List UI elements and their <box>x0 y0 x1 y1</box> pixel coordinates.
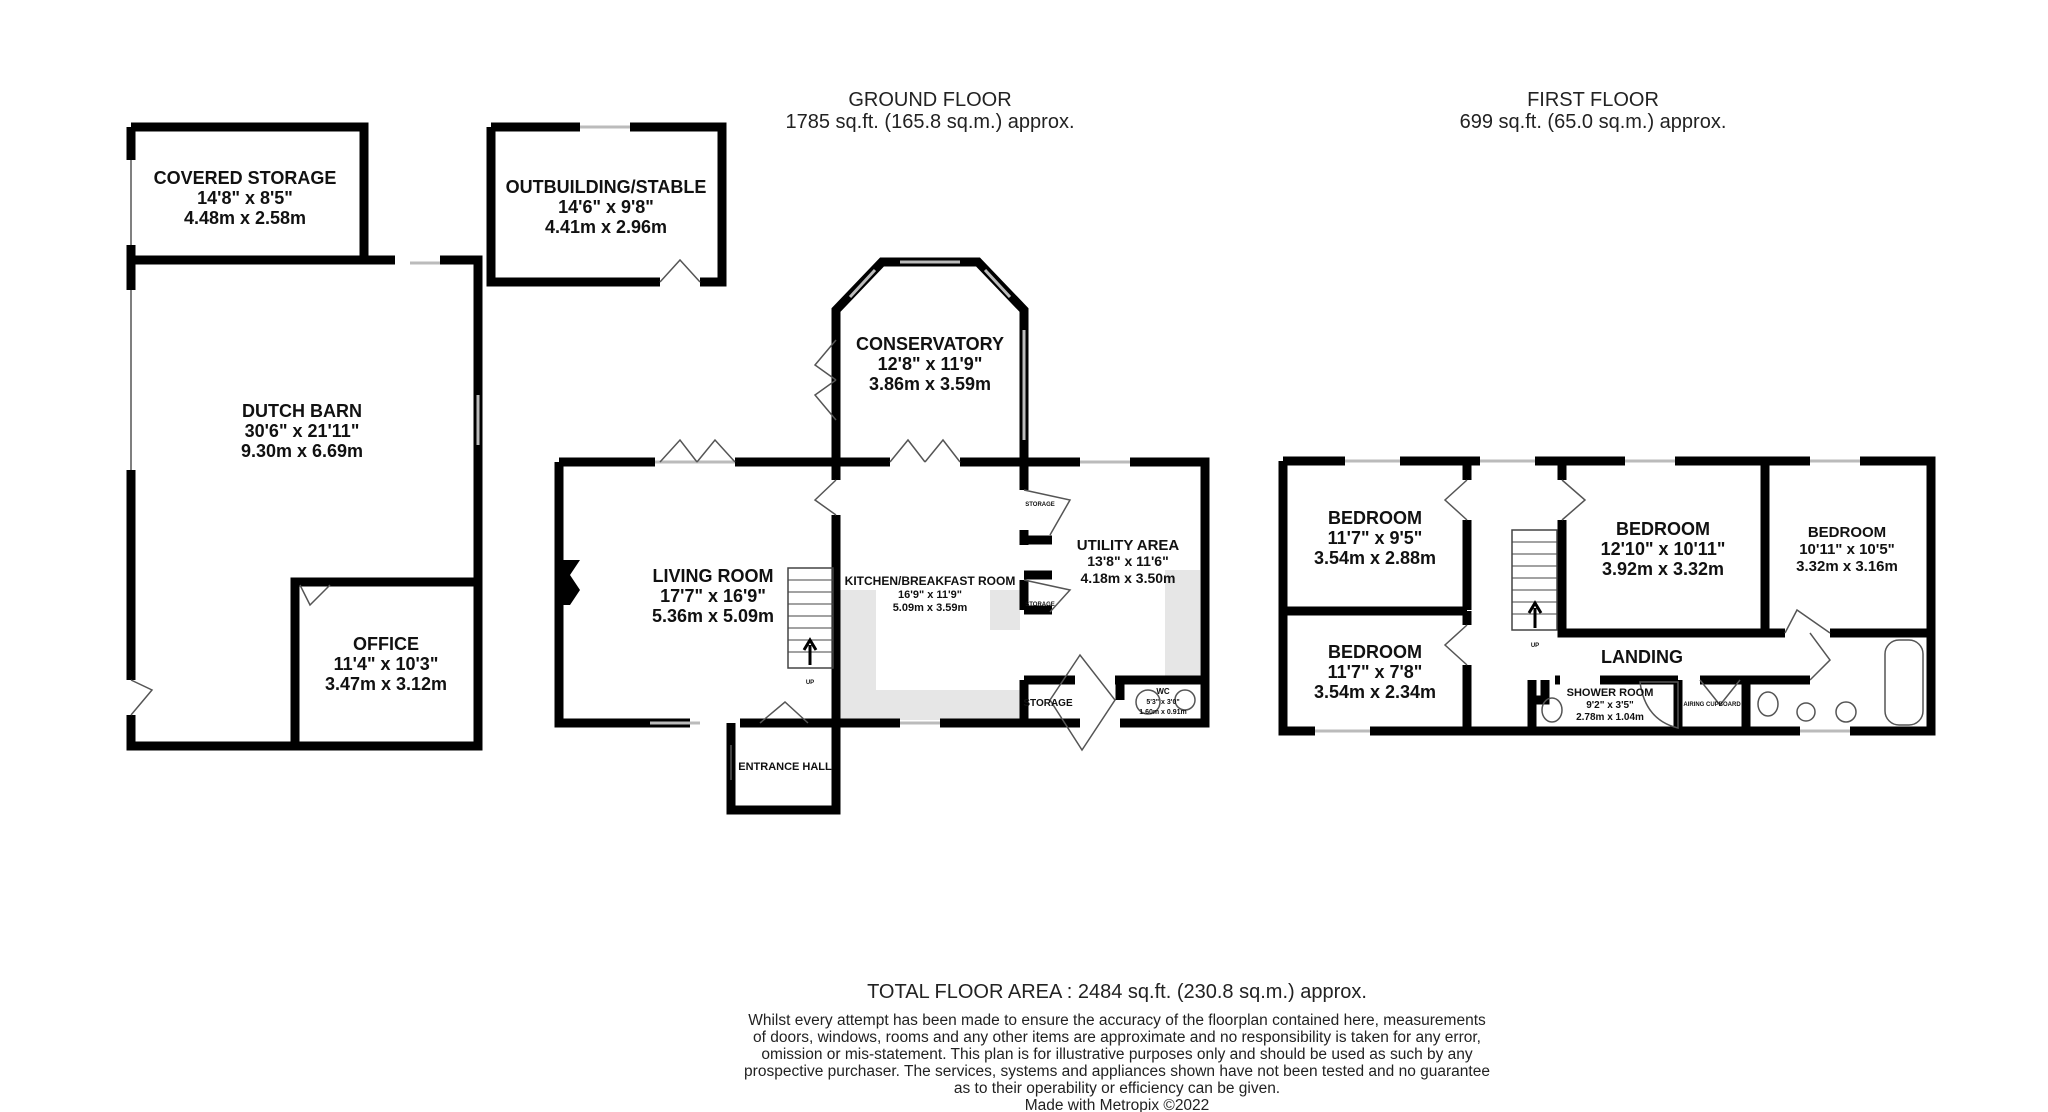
ground-floor-title: GROUND FLOOR <box>848 89 1011 111</box>
ground-floor-area: 1785 sq.ft. (165.8 sq.m.) approx. <box>785 111 1074 133</box>
stairs-up-label: UP <box>806 680 814 686</box>
svg-text:LIVING ROOM: LIVING ROOM <box>653 566 774 586</box>
svg-text:3.32m x 3.16m: 3.32m x 3.16m <box>1796 558 1898 575</box>
room-living-room: LIVING ROOM 17'7" x 16'9" 5.36m x 5.09m <box>652 566 774 626</box>
svg-text:SHOWER ROOM: SHOWER ROOM <box>1567 687 1654 699</box>
svg-text:OUTBUILDING/STABLE: OUTBUILDING/STABLE <box>506 177 707 197</box>
svg-text:BEDROOM: BEDROOM <box>1328 508 1422 528</box>
svg-text:9'2" x 3'5": 9'2" x 3'5" <box>1586 700 1634 711</box>
kitchen-units <box>840 570 1200 720</box>
svg-text:3.47m x 3.12m: 3.47m x 3.12m <box>325 674 447 694</box>
stairs-up-first-label: UP <box>1531 643 1539 649</box>
storage-bottom-label: STORAGE <box>1023 698 1073 709</box>
room-conservatory: CONSERVATORY 12'8" x 11'9" 3.86m x 3.59m <box>856 334 1004 394</box>
svg-text:3.86m x 3.59m: 3.86m x 3.59m <box>869 374 991 394</box>
svg-text:3.54m x 2.34m: 3.54m x 2.34m <box>1314 682 1436 702</box>
room-shower: SHOWER ROOM 9'2" x 3'5" 2.78m x 1.04m <box>1567 687 1654 723</box>
room-bedroom-2: BEDROOM 11'7" x 7'8" 3.54m x 2.34m <box>1314 642 1436 702</box>
svg-text:UTILITY AREA: UTILITY AREA <box>1077 537 1180 554</box>
svg-text:3.54m x 2.88m: 3.54m x 2.88m <box>1314 548 1436 568</box>
first-floor-title: FIRST FLOOR <box>1527 89 1659 111</box>
svg-text:9.30m x 6.69m: 9.30m x 6.69m <box>241 441 363 461</box>
stairs-ground <box>787 567 834 669</box>
svg-text:4.48m x 2.58m: 4.48m x 2.58m <box>184 208 306 228</box>
svg-text:30'6" x 21'11": 30'6" x 21'11" <box>245 421 360 441</box>
svg-text:5'3" x 3'0": 5'3" x 3'0" <box>1146 699 1179 706</box>
storage-mid-label: STORAGE <box>1025 602 1055 608</box>
svg-text:COVERED STORAGE: COVERED STORAGE <box>154 168 337 188</box>
svg-text:DUTCH BARN: DUTCH BARN <box>242 401 362 421</box>
svg-text:BEDROOM: BEDROOM <box>1616 519 1710 539</box>
svg-text:KITCHEN/BREAKFAST ROOM: KITCHEN/BREAKFAST ROOM <box>845 574 1016 588</box>
svg-text:13'8" x 11'6": 13'8" x 11'6" <box>1087 553 1168 569</box>
svg-text:as to their operability or eff: as to their operability or efficiency ca… <box>954 1080 1280 1097</box>
svg-text:prospective purchaser. The ser: prospective purchaser. The services, sys… <box>744 1063 1490 1080</box>
svg-text:5.36m x 5.09m: 5.36m x 5.09m <box>652 606 774 626</box>
landing-label: LANDING <box>1601 647 1683 667</box>
room-covered-storage: COVERED STORAGE 14'8" x 8'5" 4.48m x 2.5… <box>154 168 337 228</box>
svg-text:14'6" x 9'8": 14'6" x 9'8" <box>558 197 654 217</box>
svg-text:CONSERVATORY: CONSERVATORY <box>856 334 1004 354</box>
svg-text:12'10" x 10'11": 12'10" x 10'11" <box>1601 539 1726 559</box>
outbuildings-walls <box>126 122 727 751</box>
ground-floor-walls <box>554 257 1210 815</box>
svg-text:omission or mis-statement. Thi: omission or mis-statement. This plan is … <box>761 1046 1473 1063</box>
total-floor-area: TOTAL FLOOR AREA : 2484 sq.ft. (230.8 sq… <box>867 981 1367 1003</box>
svg-text:17'7" x 16'9": 17'7" x 16'9" <box>660 586 766 606</box>
svg-text:5.09m x 3.59m: 5.09m x 3.59m <box>893 602 968 614</box>
svg-text:4.18m x 3.50m: 4.18m x 3.50m <box>1081 570 1176 586</box>
room-outbuilding: OUTBUILDING/STABLE 14'6" x 9'8" 4.41m x … <box>506 177 707 237</box>
room-bedroom-4: BEDROOM 10'11" x 10'5" 3.32m x 3.16m <box>1796 524 1898 575</box>
room-bedroom-1: BEDROOM 11'7" x 9'5" 3.54m x 2.88m <box>1314 508 1436 568</box>
disclaimer: Whilst every attempt has been made to en… <box>744 1012 1490 1097</box>
stairs-first <box>1511 529 1558 631</box>
svg-text:4.41m x 2.96m: 4.41m x 2.96m <box>545 217 667 237</box>
room-dutch-barn: DUTCH BARN 30'6" x 21'11" 9.30m x 6.69m <box>241 401 363 461</box>
room-utility: UTILITY AREA 13'8" x 11'6" 4.18m x 3.50m <box>1077 537 1180 586</box>
svg-text:1.60m x 0.91m: 1.60m x 0.91m <box>1139 709 1186 716</box>
svg-text:of doors, windows, rooms and a: of doors, windows, rooms and any other i… <box>753 1029 1481 1046</box>
svg-text:11'7" x 9'5": 11'7" x 9'5" <box>1328 528 1423 548</box>
first-floor-walls <box>1278 456 1936 736</box>
svg-text:14'8" x 8'5": 14'8" x 8'5" <box>197 188 293 208</box>
room-bedroom-3: BEDROOM 12'10" x 10'11" 3.92m x 3.32m <box>1601 519 1726 579</box>
svg-text:BEDROOM: BEDROOM <box>1328 642 1422 662</box>
svg-text:2.78m x 1.04m: 2.78m x 1.04m <box>1576 712 1644 723</box>
room-office: OFFICE 11'4" x 10'3" 3.47m x 3.12m <box>325 634 447 694</box>
credit: Made with Metropix ©2022 <box>1025 1097 1210 1112</box>
svg-text:OFFICE: OFFICE <box>353 634 419 654</box>
airing-cupboard-label: AIRING CUPBOARD <box>1683 702 1741 708</box>
svg-text:11'7" x 7'8": 11'7" x 7'8" <box>1328 662 1423 682</box>
room-kitchen: KITCHEN/BREAKFAST ROOM 16'9" x 11'9" 5.0… <box>845 574 1016 614</box>
svg-text:16'9" x 11'9": 16'9" x 11'9" <box>898 589 962 601</box>
entrance-hall-label: ENTRANCE HALL <box>738 761 832 773</box>
svg-text:BEDROOM: BEDROOM <box>1808 524 1886 541</box>
room-wc: WC 5'3" x 3'0" 1.60m x 0.91m <box>1139 687 1186 716</box>
svg-text:WC: WC <box>1156 687 1170 696</box>
svg-text:12'8" x 11'9": 12'8" x 11'9" <box>878 354 983 374</box>
storage-top-label: STORAGE <box>1025 502 1055 508</box>
svg-text:11'4" x 10'3": 11'4" x 10'3" <box>334 654 439 674</box>
svg-text:Whilst every attempt has been: Whilst every attempt has been made to en… <box>748 1012 1486 1029</box>
first-floor-area: 699 sq.ft. (65.0 sq.m.) approx. <box>1460 111 1727 133</box>
svg-text:3.92m x 3.32m: 3.92m x 3.32m <box>1602 559 1724 579</box>
svg-text:10'11" x 10'5": 10'11" x 10'5" <box>1799 541 1895 558</box>
